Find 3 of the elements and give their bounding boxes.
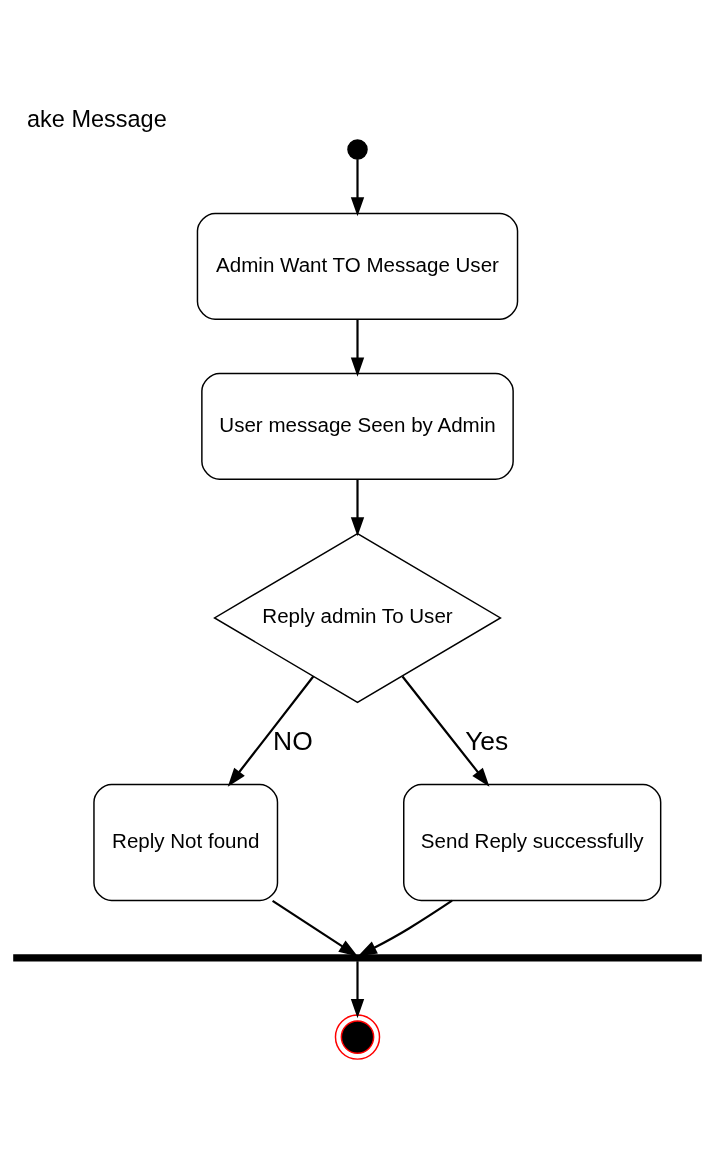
- edge-label: NO: [273, 725, 313, 756]
- diagram-title: ake Message: [27, 105, 167, 132]
- edge-label: Yes: [465, 725, 509, 756]
